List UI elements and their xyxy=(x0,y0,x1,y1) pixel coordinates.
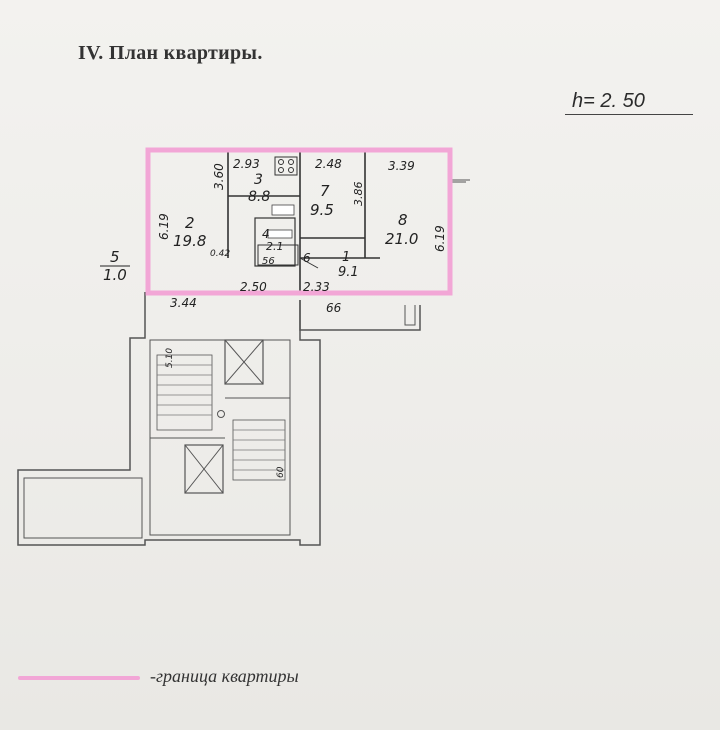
apartment-interior-walls xyxy=(227,152,380,292)
dim-2-33: 2.33 xyxy=(303,280,330,294)
document-title: IV. План квартиры. xyxy=(78,42,263,64)
dim-6-19-left: 6.19 xyxy=(157,213,171,240)
room-8-number: 8 xyxy=(398,211,408,229)
room-7-number: 7 xyxy=(320,182,330,200)
room-2-area: 19.8 xyxy=(173,232,206,250)
dim-2-50: 2.50 xyxy=(240,280,267,294)
building-walls xyxy=(17,179,470,546)
dim-2-93: 2.93 xyxy=(233,157,260,171)
dim-60: 60 xyxy=(276,466,286,478)
room-5-number: 5 xyxy=(110,248,120,266)
dim-5-10: 5.10 xyxy=(165,348,175,368)
legend-text: -граница квартиры xyxy=(150,666,299,686)
dim-3-44: 3.44 xyxy=(170,296,197,310)
radiators xyxy=(267,204,295,239)
stairs-hatching xyxy=(157,364,285,471)
stove-icon xyxy=(274,156,298,176)
room-7-area: 9.5 xyxy=(310,201,334,219)
dim-3-86: 3.86 xyxy=(352,182,365,207)
apartment-boundary xyxy=(145,147,453,296)
dimension-labels: 2.93 2.48 3.39 3.44 2.50 2.33 0.42 66 3.… xyxy=(157,157,447,478)
room-1-area: 9.1 xyxy=(338,265,359,280)
legend-boundary-swatch xyxy=(18,676,140,680)
room-3-area: 8.8 xyxy=(248,189,270,205)
dim-66: 66 xyxy=(326,301,342,315)
dim-2-48: 2.48 xyxy=(315,157,342,171)
dim-6-19-right: 6.19 xyxy=(433,225,447,252)
dim-0-42: 0.42 xyxy=(210,249,230,259)
room-1-number: 1 xyxy=(342,250,350,265)
ceiling-height-underline xyxy=(565,114,693,115)
room-2-number: 2 xyxy=(185,214,195,232)
room-labels: 2 19.8 3 8.8 7 9.5 8 21.0 1 9.1 5 1.0 6 … xyxy=(100,172,418,284)
room-8-area: 21.0 xyxy=(385,230,418,248)
room-6-number: 6 xyxy=(303,251,311,265)
room-4-number: 4 xyxy=(262,227,270,241)
room-3-number: 3 xyxy=(254,172,263,188)
dim-3-39: 3.39 xyxy=(388,159,415,173)
dim-3-60: 3.60 xyxy=(212,163,226,190)
room-bath-area: 56 xyxy=(262,256,275,267)
room-5-area: 1.0 xyxy=(103,266,127,284)
ceiling-height: h= 2. 50 xyxy=(572,90,645,112)
room-4-area: 2.1 xyxy=(266,240,284,253)
